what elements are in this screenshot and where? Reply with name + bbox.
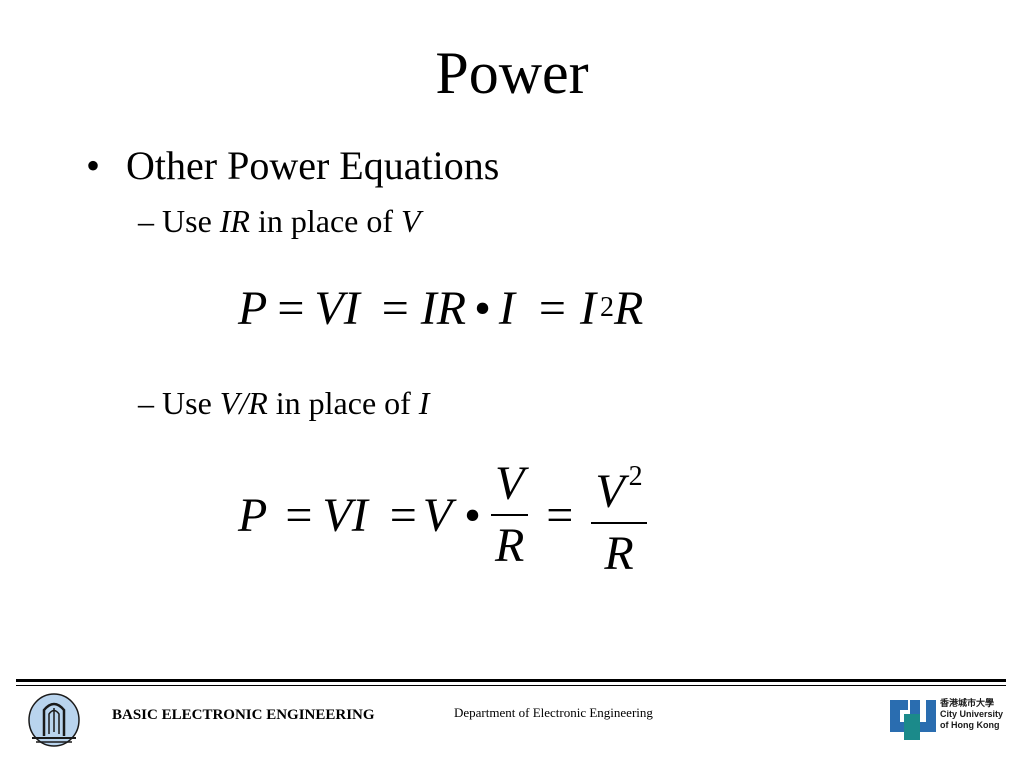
frac2-v: V <box>595 464 625 518</box>
eq1-vi: VI <box>314 281 360 335</box>
eq1-exponent: 2 <box>599 292 614 323</box>
eq1-i: I <box>498 281 515 335</box>
eq2-equals-1: = <box>285 488 313 542</box>
eq2-p: P <box>238 488 268 542</box>
sub1-middle: in place of <box>249 203 402 239</box>
bullet-text: Other Power Equations <box>126 143 500 188</box>
eq2-v: V <box>422 488 453 542</box>
sub2-middle: in place of <box>267 385 419 421</box>
university-name-chinese: 香港城市大學 <box>940 698 995 708</box>
eq2-equals-2: = <box>389 488 417 542</box>
eq1-i-squared: I <box>579 281 596 335</box>
frac2-bar <box>591 521 647 524</box>
footer-rule-thin <box>16 685 1006 686</box>
sub2-prefix: – Use <box>138 385 220 421</box>
university-name-line1: City University <box>940 709 1004 719</box>
frac1-bar <box>490 514 529 516</box>
footer-rule-thick <box>16 679 1006 682</box>
sub1-term: IR <box>219 203 250 239</box>
eq1-p: P <box>238 281 268 335</box>
eq1-equals-1: = <box>277 281 305 335</box>
university-logo-icon <box>890 700 936 740</box>
frac2-denominator: R <box>604 526 634 580</box>
eq1-dot: • <box>474 281 491 335</box>
university-name: 香港城市大學 City University of Hong Kong <box>940 698 1010 731</box>
fraction-v-over-r: V R <box>490 457 529 572</box>
sub2-target: I <box>418 385 430 421</box>
eq2-dot: • <box>464 488 481 542</box>
bullet-dot: • <box>86 143 101 188</box>
bullet-item: • Other Power Equations <box>86 142 499 190</box>
sub1-target: V <box>401 203 421 239</box>
sub-bullet-vr: – Use V/R in place of I <box>138 384 429 422</box>
university-name-line2: of Hong Kong <box>940 720 1000 730</box>
course-name: BASIC ELECTRONIC ENGINEERING <box>112 707 375 723</box>
sub1-prefix: – Use <box>138 203 220 239</box>
sub2-term: V/R <box>219 385 268 421</box>
frac1-numerator: V <box>494 457 525 510</box>
eq2-vi: VI <box>322 488 368 542</box>
eq2-equals-3: = <box>546 488 574 542</box>
department-logo-icon <box>28 693 80 747</box>
eq1-equals-3: = <box>538 281 566 335</box>
slide-title: Power <box>435 40 589 106</box>
department-name: Department of Electronic Engineering <box>454 705 653 720</box>
frac2-exponent: 2 <box>628 460 643 492</box>
eq1-equals-2: = <box>381 281 409 335</box>
sub-bullet-ir: – Use IR in place of V <box>138 202 421 240</box>
eq1-ir: IR <box>420 281 467 335</box>
frac1-denominator: R <box>494 519 525 572</box>
eq1-r: R <box>613 281 644 335</box>
